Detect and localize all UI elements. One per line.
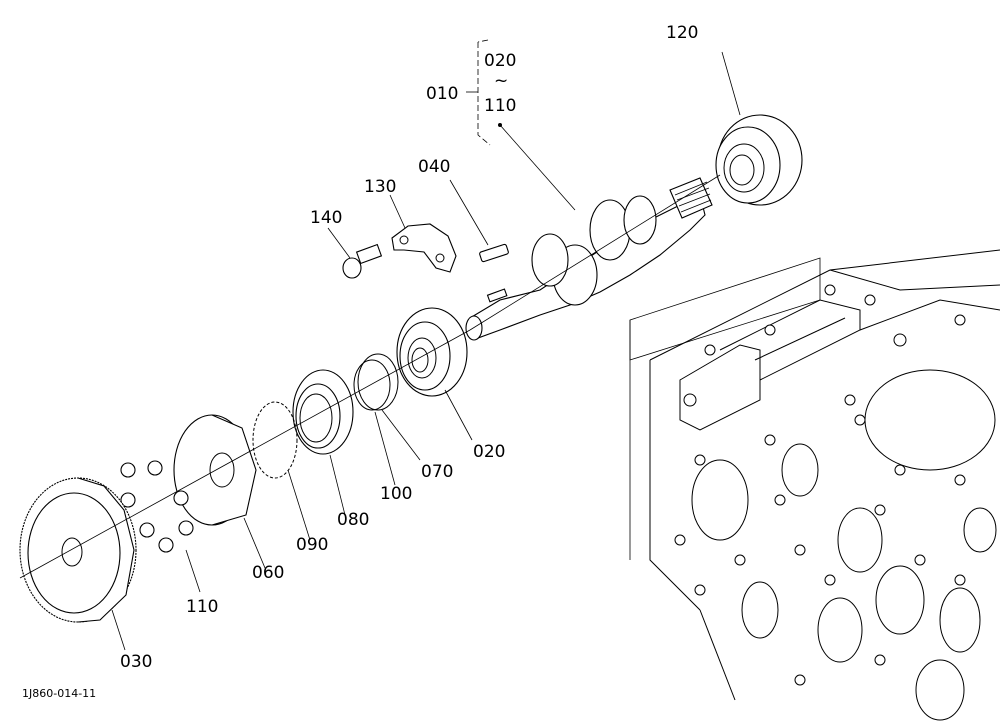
figure-code: 1J860-014-11 (22, 687, 96, 700)
label-range-tilde: ~ (494, 71, 508, 91)
label-060: 060 (252, 563, 284, 583)
bolt-140 (342, 243, 383, 279)
gear-030 (19, 477, 137, 623)
label-010: 010 (426, 84, 458, 104)
ball-retainer-090 (252, 401, 298, 479)
label-020: 020 (473, 442, 505, 462)
label-110: 110 (186, 597, 218, 617)
ball-bearing-120 (715, 114, 803, 206)
bearing-020 (396, 307, 468, 397)
leader-lines (19, 39, 741, 651)
steel-balls-110 (120, 460, 194, 553)
label-090: 090 (296, 535, 328, 555)
snap-ring-070 (353, 353, 399, 411)
label-110-range-end: 110 (484, 96, 516, 116)
label-130: 130 (364, 177, 396, 197)
label-020-range-start: 020 (484, 51, 516, 71)
label-100: 100 (380, 484, 412, 504)
governor-weight-130 (391, 223, 457, 273)
label-080: 080 (337, 510, 369, 530)
governor-shaft (465, 177, 713, 341)
governor-cup-060 (173, 414, 257, 526)
label-040: 040 (418, 157, 450, 177)
sleeve-080 (292, 369, 354, 455)
label-070: 070 (421, 462, 453, 482)
engine-block (629, 249, 1000, 721)
key-040 (479, 243, 509, 263)
label-140: 140 (310, 208, 342, 228)
label-120: 120 (666, 23, 698, 43)
label-030: 030 (120, 652, 152, 672)
